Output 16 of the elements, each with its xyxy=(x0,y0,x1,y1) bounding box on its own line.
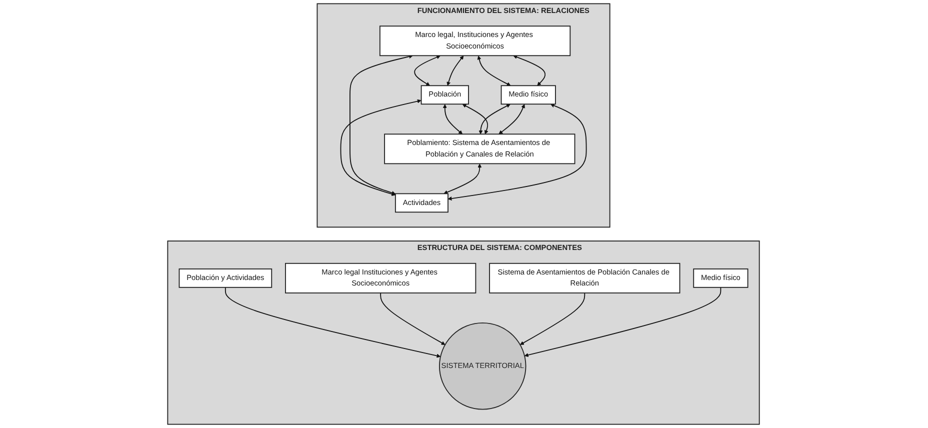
arrow xyxy=(443,104,464,134)
arrow xyxy=(350,54,414,195)
arrow xyxy=(414,55,441,86)
arrow xyxy=(520,292,586,345)
arrow xyxy=(478,56,512,86)
arrow xyxy=(524,286,722,357)
arrow xyxy=(514,55,546,86)
arrow xyxy=(380,292,446,345)
arrow xyxy=(444,164,482,194)
arrow xyxy=(462,104,489,134)
arrow xyxy=(225,286,442,358)
arrow xyxy=(479,104,511,134)
arrow xyxy=(447,56,464,86)
arrow xyxy=(340,99,422,196)
arrow xyxy=(499,104,526,134)
arrow xyxy=(448,104,588,201)
